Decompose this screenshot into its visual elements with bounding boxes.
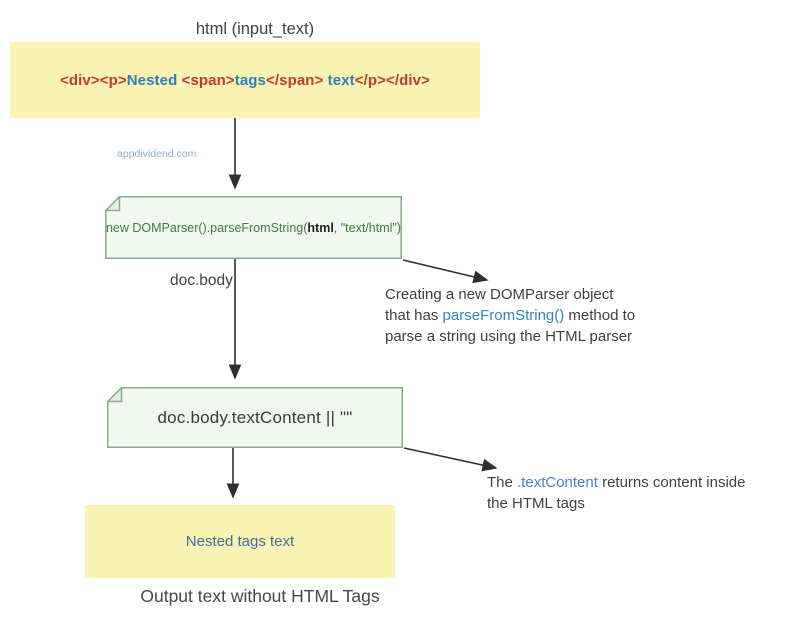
parsefromstring-link: parseFromString() <box>442 307 565 324</box>
note-shape <box>105 196 402 259</box>
note-shape <box>107 387 403 448</box>
code-segment-tag: <span> <box>181 71 235 89</box>
textcontent-link: .textContent <box>517 474 598 491</box>
code-segment-tag: </span> <box>266 71 324 89</box>
code-segment-text: Nested <box>126 71 182 89</box>
annotation-line: the HTML tags <box>487 495 585 512</box>
arrow-textcontent-to-annotation <box>403 447 498 472</box>
annotation-line: parse a string using the HTML parser <box>385 328 633 345</box>
domparser-note: new DOMParser().parseFromString(html, "t… <box>105 196 402 259</box>
textcontent-code: doc.body.textContent || "" <box>157 407 353 427</box>
code-pre: new DOMParser().parseFromString( <box>105 220 308 235</box>
code-arg: html <box>307 220 334 235</box>
textcontent-annotation: The .textContent returns content inside … <box>487 472 787 514</box>
annotation-line: Creating a new DOMParser object <box>385 286 614 303</box>
annotation-line: method to <box>564 307 636 324</box>
annotation-line: returns content inside <box>597 474 746 491</box>
domparser-annotation: Creating a new DOMParser object that has… <box>385 284 695 347</box>
watermark: appdividend.com <box>117 148 197 160</box>
output-text-box: Nested tags text <box>85 505 395 578</box>
output-caption: Output text without HTML Tags <box>140 586 380 606</box>
code-post: , "text/html") <box>333 220 402 235</box>
doc-body-label: doc.body <box>170 272 233 289</box>
code-segment-text: text <box>323 71 355 89</box>
arrow-parser-to-annotation <box>402 259 489 284</box>
code-segment-text: tags <box>234 71 266 89</box>
code-segment-tag: </p></div> <box>354 71 430 89</box>
annotation-line: The <box>487 474 518 491</box>
textcontent-note: doc.body.textContent || "" <box>107 387 403 448</box>
input-html-code: <div><p>Nested <span>tags</span> text</p… <box>60 72 430 89</box>
domparser-code: new DOMParser().parseFromString(html, "t… <box>106 221 401 235</box>
annotation-line: that has <box>385 307 443 324</box>
output-text: Nested tags text <box>185 533 295 550</box>
input-title: html (input_text) <box>195 20 315 38</box>
input-text-box: <div><p>Nested <span>tags</span> text</p… <box>10 42 480 118</box>
code-segment-tag: <div><p> <box>60 71 127 89</box>
